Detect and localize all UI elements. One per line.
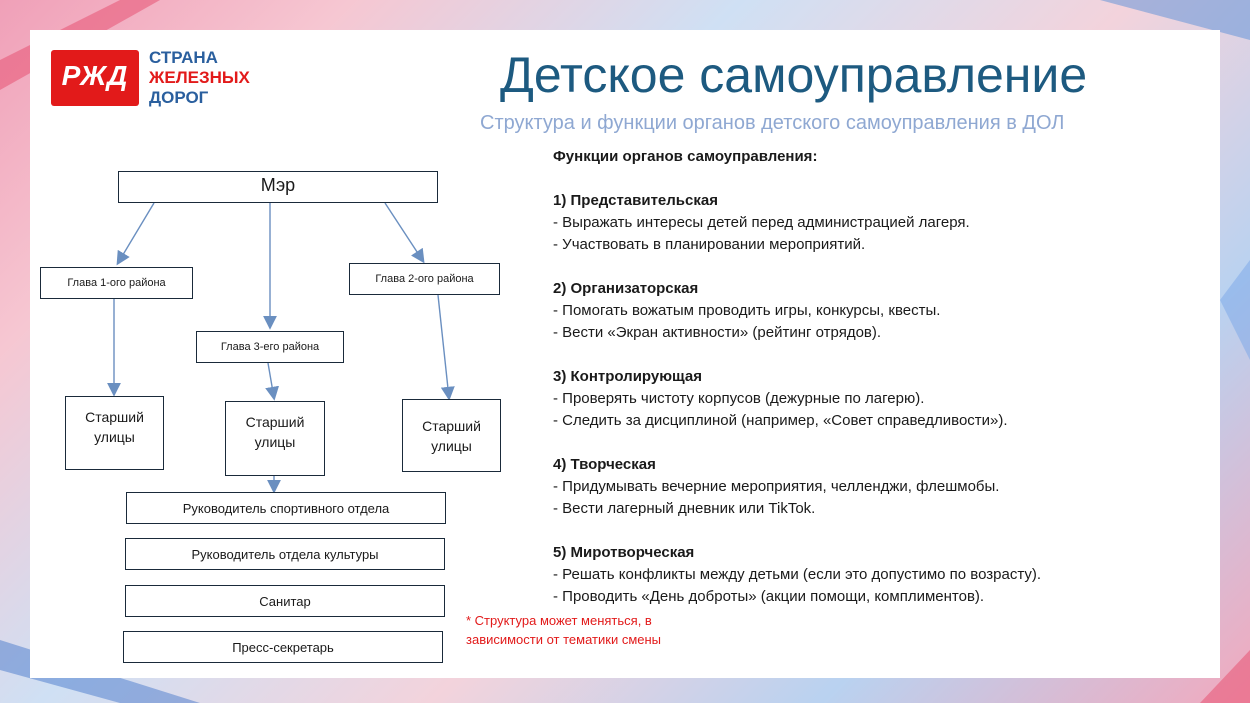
dept-press-label: Пресс-секретарь	[232, 639, 334, 655]
function-item: - Проверять чистоту корпусов (дежурные п…	[553, 390, 925, 407]
dept-sanitary-label: Санитар	[259, 593, 311, 609]
rzd-logo-mark: РЖД	[51, 50, 139, 106]
functions-heading: Функции органов самоуправления:	[553, 148, 818, 165]
street-box-1: Старший улицы	[65, 396, 164, 470]
district-3-label: Глава 3-его района	[220, 341, 320, 353]
logo-line-3: ДОРОГ	[149, 88, 209, 107]
street-box-3: Старший улицы	[402, 399, 501, 472]
function-item: - Следить за дисциплиной (например, «Сов…	[553, 412, 1008, 429]
structure-note: * Структура может меняться, в зависимост…	[466, 613, 662, 647]
function-section-3: 3) Контролирующая - Проверять чистоту ко…	[553, 366, 1173, 432]
functions-list: Функции органов самоуправления: 1) Предс…	[553, 146, 1173, 608]
district-1-box: Глава 1-ого района	[40, 267, 193, 299]
district-2-box: Глава 2-ого района	[349, 263, 500, 295]
function-item: - Участвовать в планировании мероприятий…	[553, 236, 866, 253]
function-item: - Вести «Экран активности» (рейтинг отря…	[553, 324, 882, 341]
mayor-label: Мэр	[260, 175, 296, 195]
function-title: 5) Миротворческая	[553, 544, 695, 561]
page-title: Детское самоуправление	[500, 47, 1088, 103]
dept-sport-box: Руководитель спортивного отдела	[126, 492, 446, 524]
function-section-2: 2) Организаторская - Помогать вожатым пр…	[553, 278, 1173, 344]
function-title: 1) Представительская	[553, 192, 718, 209]
function-item: - Решать конфликты между детьми (если эт…	[553, 566, 1042, 583]
function-item: - Вести лагерный дневник или TikTok.	[553, 500, 816, 517]
district-2-label: Глава 2-ого района	[375, 273, 474, 285]
org-chart-connectors	[107, 202, 455, 494]
mayor-box: Мэр	[118, 171, 438, 203]
function-section-5: 5) Миротворческая - Решать конфликты меж…	[553, 542, 1173, 608]
dept-sanitary-box: Санитар	[125, 585, 445, 617]
district-3-box: Глава 3-его района	[196, 331, 344, 363]
function-title: 3) Контролирующая	[553, 368, 702, 385]
function-item: - Помогать вожатым проводить игры, конку…	[553, 302, 941, 319]
dept-culture-box: Руководитель отдела культуры	[125, 538, 445, 570]
dept-sport-label: Руководитель спортивного отдела	[182, 500, 390, 516]
function-item: - Проводить «День доброты» (акции помощи…	[553, 588, 985, 605]
function-item: - Придумывать вечерние мероприятия, челл…	[553, 478, 1000, 495]
dept-press-box: Пресс-секретарь	[123, 631, 443, 663]
street-label-1: Старший улицы	[85, 409, 144, 445]
function-item: - Выражать интересы детей перед админист…	[553, 214, 970, 231]
page-subtitle: Структура и функции органов детского сам…	[480, 112, 1065, 134]
district-1-label: Глава 1-ого района	[67, 277, 166, 289]
function-section-4: 4) Творческая - Придумывать вечерние мер…	[553, 454, 1173, 520]
function-title: 4) Творческая	[553, 456, 656, 473]
logo-line-1: СТРАНА	[149, 48, 218, 67]
logo-line-2: ЖЕЛЕЗНЫХ	[149, 68, 250, 87]
function-section-1: 1) Представительская - Выражать интересы…	[553, 190, 1173, 256]
logo-text: СТРАНА ЖЕЛЕЗНЫХ ДОРОГ	[149, 48, 250, 108]
dept-culture-label: Руководитель отдела культуры	[191, 546, 379, 562]
street-label-3: Старший улицы	[422, 417, 481, 454]
street-label-2: Старший улицы	[245, 414, 305, 450]
slide: РЖД СТРАНА ЖЕЛЕЗНЫХ ДОРОГ Детское самоуп…	[30, 30, 1220, 678]
street-box-2: Старший улицы	[225, 401, 325, 476]
function-title: 2) Организаторская	[553, 280, 699, 297]
